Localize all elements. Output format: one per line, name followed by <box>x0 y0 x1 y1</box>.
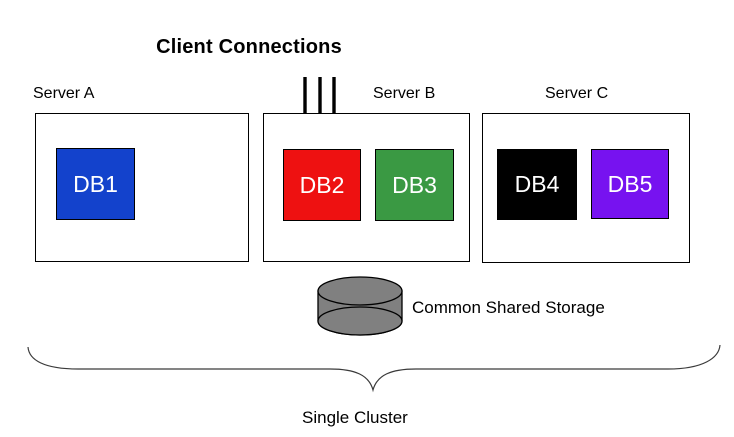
server-b-label: Server B <box>373 85 436 102</box>
cylinder-top-ellipse <box>317 276 403 306</box>
server-a-label: Server A <box>33 85 95 102</box>
db3-label: DB3 <box>392 171 437 198</box>
diagram-title: Client Connections <box>156 36 342 58</box>
db1-node: DB1 <box>56 148 135 220</box>
db4-label: DB4 <box>514 171 560 197</box>
db5-label: DB5 <box>607 170 653 197</box>
server-c-label: Server C <box>545 85 609 102</box>
single-cluster-label: Single Cluster <box>302 408 408 427</box>
db1-label: DB1 <box>73 170 118 197</box>
shared-storage-label: Common Shared Storage <box>412 298 605 317</box>
shared-storage-cylinder-icon <box>317 276 403 336</box>
db3-node: DB3 <box>375 149 454 221</box>
db4-node: DB4 <box>497 149 577 220</box>
db2-label: DB2 <box>299 171 345 198</box>
single-cluster-brace <box>27 344 721 393</box>
cylinder-bottom-ellipse <box>317 306 403 336</box>
db5-node: DB5 <box>591 149 669 219</box>
db2-node: DB2 <box>283 149 361 221</box>
